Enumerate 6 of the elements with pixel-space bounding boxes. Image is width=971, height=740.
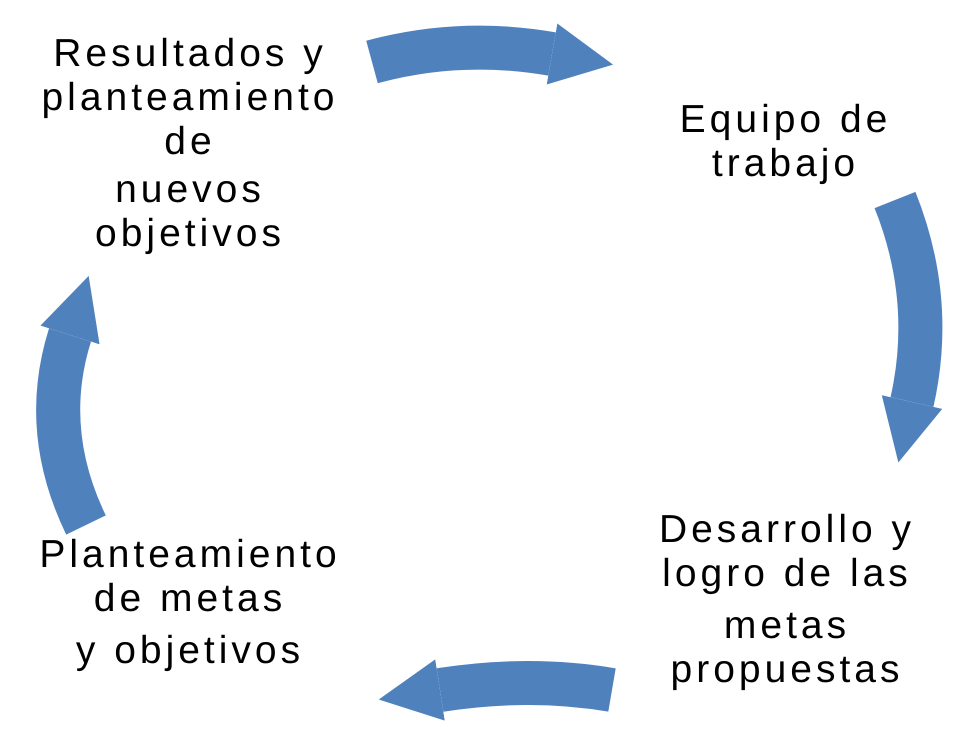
step-label: metas propuestas [670, 604, 904, 692]
curved-arrow [366, 23, 614, 85]
step-label: Equipo de trabajo [678, 98, 892, 186]
step-label: y objetivos [76, 629, 304, 673]
step-label: nuevos objetivos [94, 168, 286, 256]
curved-arrow [378, 659, 616, 721]
